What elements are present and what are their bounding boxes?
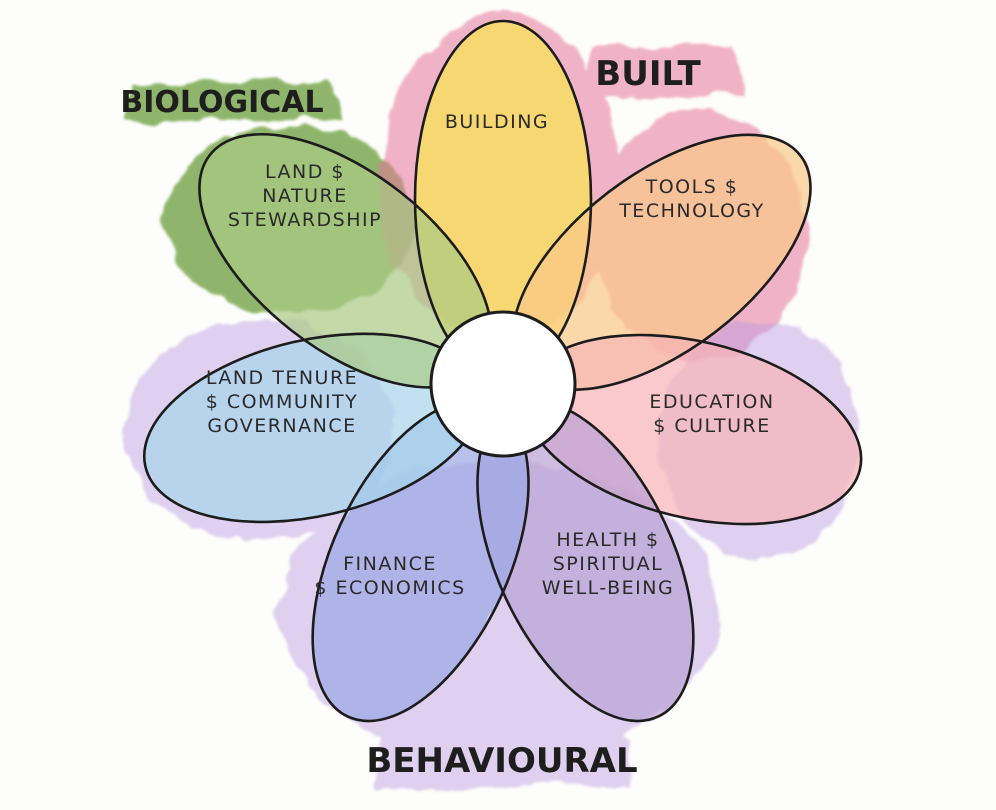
petal-label: TOOLS $TECHNOLOGY [618,176,765,222]
petal-label: EDUCATION$ CULTURE [649,391,774,437]
petal-label-line: TOOLS $ [645,176,739,198]
petal-label: BUILDING [445,111,549,133]
petal-label-line: LAND TENURE [206,367,358,389]
petal-fill [512,134,811,390]
petal-label-line: $ COMMUNITY [206,391,359,413]
petal-label-line: $ ECONOMICS [314,577,465,599]
petal-label-line: BUILDING [445,111,549,133]
group-label-biological: BIOLOGICAL [120,85,323,120]
petal-fills [144,21,862,721]
flower-center [429,310,577,458]
petal-fill [477,400,694,721]
petal-label-line: HEALTH $ [556,529,659,551]
petal-label-line: NATURE [262,185,347,207]
petal-label-line: TECHNOLOGY [618,200,765,222]
petal-labels: BUILDING TOOLS $TECHNOLOGY EDUCATION$ CULT… [206,111,774,599]
petal-label-line: EDUCATION [649,391,774,413]
petal-label-line: LAND $ [265,161,345,183]
petal-fill [199,134,492,388]
petal-label-line: $ CULTURE [653,415,771,437]
group-label-built: BUILT [595,54,701,94]
petal-label-line: FINANCE [343,553,437,575]
petal-label-line: WELL-BEING [542,577,674,599]
petal-label: FINANCE$ ECONOMICS [314,553,465,599]
petal-label-line: SPIRITUAL [553,553,664,575]
group-label-behavioural: BEHAVIOURAL [366,741,637,781]
petal-label-line: GOVERNANCE [207,415,356,437]
petal-label-line: STEWARDSHIP [228,209,382,231]
